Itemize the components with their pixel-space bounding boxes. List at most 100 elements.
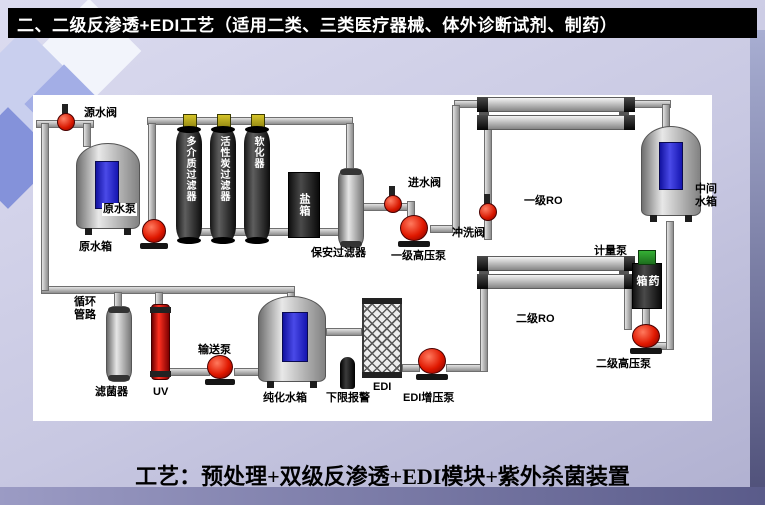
filter-cap — [340, 241, 362, 247]
inlet-valve-label: 进水阀 — [408, 177, 441, 189]
pipe — [484, 128, 492, 240]
right-edge-bar — [750, 30, 765, 505]
ro-end-cap — [477, 97, 488, 112]
source-water-valve — [57, 104, 75, 131]
valve-ball-icon — [384, 195, 402, 213]
pipe-connector — [619, 110, 629, 118]
ro-end-cap — [624, 97, 635, 112]
stage1-hp-pump — [398, 215, 430, 247]
valve-ball-icon — [479, 203, 497, 221]
slide-title: 二、二级反渗透+EDI工艺（适用二类、三类医疗器械、体外诊断试剂、制药） — [17, 15, 618, 35]
pipe — [234, 368, 260, 376]
pump-base — [398, 241, 430, 247]
pipe — [346, 123, 354, 169]
multimedia-filter: 多介质过滤器 — [176, 126, 202, 244]
pipe — [147, 117, 353, 125]
filter-cap — [245, 126, 269, 133]
stage2-ro-vessel-1 — [477, 256, 635, 271]
pipe-connector — [479, 110, 489, 118]
filter-cap — [211, 126, 235, 133]
filter-cap — [245, 237, 269, 244]
tank-leg — [650, 215, 657, 222]
raw-water-pump — [140, 219, 168, 249]
filter-cap — [177, 126, 201, 133]
stage2-hp-pump-label: 二级高压泵 — [596, 358, 651, 370]
edi-booster-pump-label: EDI增压泵 — [403, 392, 455, 404]
pipe — [480, 286, 488, 372]
pump-base — [140, 243, 168, 249]
chemical-tank-label: 药箱 — [635, 275, 659, 287]
low-limit-alarm-label: 下限报警 — [326, 392, 370, 404]
pump-base — [630, 348, 662, 354]
pump-impeller-icon — [400, 215, 428, 241]
filter-cap — [108, 307, 130, 313]
intermediate-tank — [641, 126, 701, 222]
tank-leg — [85, 228, 92, 235]
valve-ball-icon — [57, 113, 75, 131]
edi-module — [362, 298, 402, 378]
tank-leg — [310, 381, 317, 388]
pipe-connector — [479, 269, 489, 277]
metering-pump — [638, 250, 656, 265]
tank-level-window — [95, 161, 119, 209]
metering-pump-label: 计量泵 — [594, 245, 627, 257]
raw-tank-label: 原水箱 — [79, 241, 112, 253]
bacteria-filter — [106, 306, 132, 382]
carbon-filter: 活性炭过滤器 — [210, 126, 236, 244]
purified-tank-label: 纯化水箱 — [263, 392, 307, 404]
pipe — [452, 105, 460, 233]
intermediate-tank-label: 中间水箱 — [695, 183, 717, 208]
salt-tank: 盐箱 — [288, 172, 320, 238]
transfer-pump-label: 输送泵 — [198, 344, 231, 356]
inlet-valve — [384, 186, 402, 213]
tank-leg — [685, 215, 692, 222]
tank-level-window — [659, 142, 683, 190]
pipe — [326, 328, 362, 336]
pipe — [41, 123, 49, 291]
pump-base — [205, 379, 235, 385]
stage1-ro-vessel-1 — [477, 97, 635, 112]
security-filter-label: 保安过滤器 — [311, 247, 366, 259]
edi-cap — [362, 372, 402, 378]
filter-cap — [108, 375, 130, 381]
stage2-ro-label: 二级RO — [516, 313, 555, 325]
uv-cap — [150, 307, 171, 313]
stage1-ro-label: 一级RO — [524, 195, 563, 207]
tank-level-window — [282, 312, 308, 362]
softener-label: 软化器 — [252, 136, 263, 169]
filter-cap — [340, 169, 362, 175]
pipe-connector — [619, 269, 629, 277]
ro-end-cap — [477, 256, 488, 271]
circulation-pipe-label: 循环管路 — [74, 296, 96, 321]
source-valve-label: 源水阀 — [84, 107, 117, 119]
chemical-tank: 药箱 — [632, 263, 662, 309]
tank-leg — [267, 381, 274, 388]
bacteria-filter-label: 滤菌器 — [95, 386, 128, 398]
pump-impeller-icon — [418, 348, 446, 374]
tank-leg — [124, 228, 131, 235]
softener-filter: 软化器 — [244, 126, 270, 244]
salt-tank-label: 盐箱 — [298, 193, 310, 217]
edi-booster-pump — [416, 348, 448, 380]
footer-text: 工艺：预处理+双级反渗透+EDI模块+紫外杀菌装置 — [135, 464, 630, 489]
uv-sterilizer — [150, 304, 171, 380]
ro-end-cap — [477, 115, 488, 130]
ro-end-cap — [477, 274, 488, 289]
security-filter — [338, 168, 364, 248]
flush-valve-label: 冲洗阀 — [452, 227, 485, 239]
ro-end-cap — [624, 115, 635, 130]
pipe — [666, 221, 674, 350]
stage2-ro-vessel-2 — [477, 274, 635, 289]
raw-pump-label: 原水泵 — [102, 203, 137, 216]
stage1-ro-vessel-2 — [477, 115, 635, 130]
flush-valve — [479, 194, 497, 221]
edi-label: EDI — [373, 381, 392, 393]
pipe — [148, 123, 156, 223]
diagram-panel: 多介质过滤器 活性炭过滤器 软化器 盐箱 — [33, 95, 717, 421]
low-level-alarm — [340, 357, 355, 389]
uv-label: UV — [153, 386, 169, 398]
pump-base — [416, 374, 448, 380]
transfer-pump — [205, 355, 235, 385]
edi-cap — [362, 298, 402, 304]
